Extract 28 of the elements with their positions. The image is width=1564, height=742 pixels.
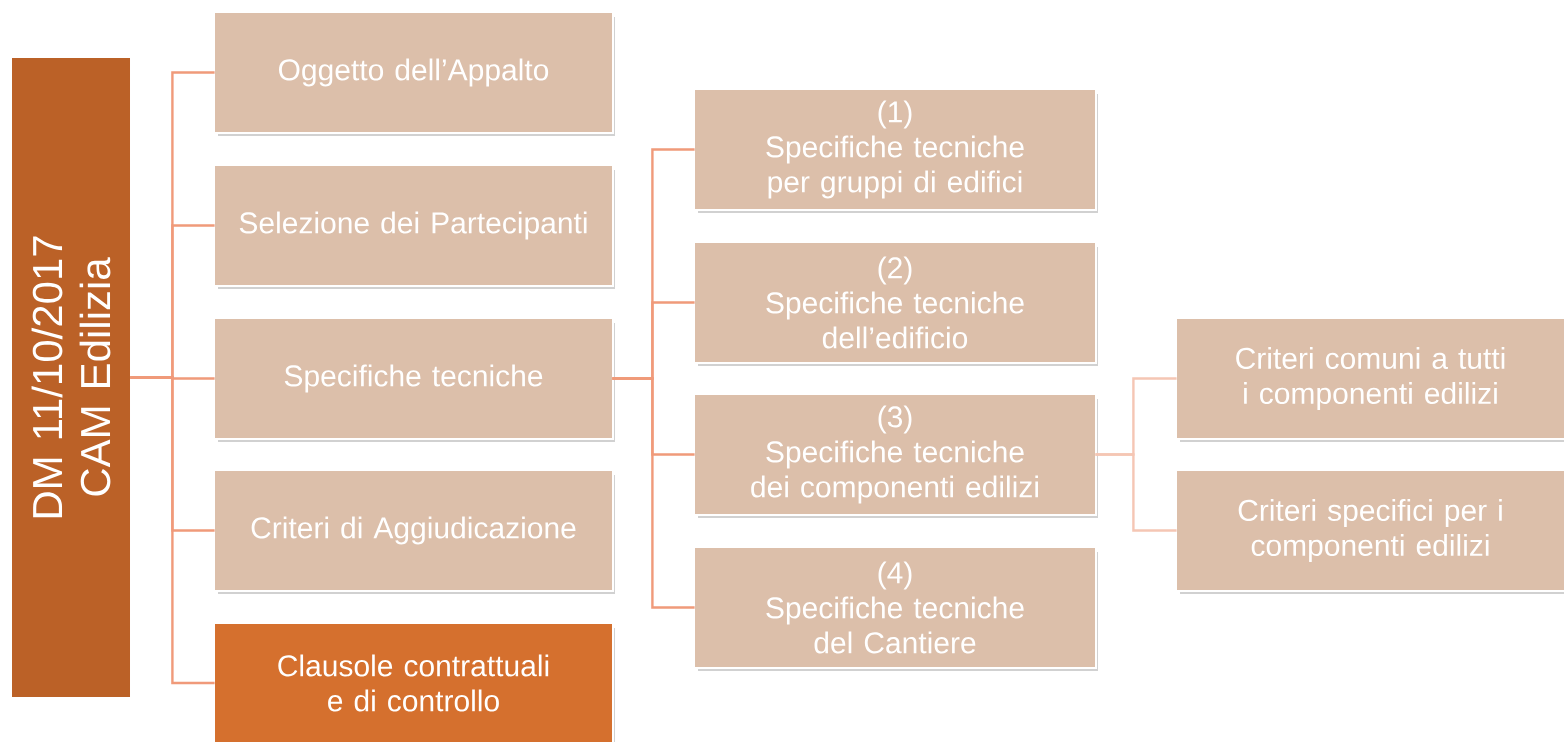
node-label: Specifiche tecniche — [284, 364, 543, 393]
node-label: Clausole contrattuali e di controllo — [278, 654, 549, 712]
node-label: (1) — [878, 100, 912, 129]
category-box: (3) Specifiche tecniche dei componenti edilizi — [693, 393, 1098, 518]
title-bar: DM 11/10/2017 CAM Edilizia — [10, 56, 132, 699]
category-box: Criteri di Aggiudicazione — [213, 469, 615, 594]
category-box: (2) Specifiche tecniche dell’edificio — [693, 241, 1098, 366]
node-label: Criteri di Aggiudicazione — [251, 516, 576, 545]
category-box: Specifiche tecniche — [213, 317, 615, 442]
node-label: Oggetto dell’Appalto — [278, 58, 549, 87]
category-box: Oggetto dell’Appalto — [213, 11, 615, 136]
node-label: Specifiche tecniche dei componenti edilizi — [751, 440, 1038, 504]
node-label: (3) — [878, 405, 912, 434]
category-box: Selezione dei Partecipanti — [213, 164, 615, 289]
connector-line — [130, 376, 215, 685]
connector-line — [612, 377, 695, 609]
connector-line — [1095, 453, 1177, 532]
node-label: Specifiche tecniche dell’edificio — [766, 291, 1024, 349]
category-box: Criteri specifici per i componenti edilizi — [1175, 469, 1564, 594]
category-box: (1) Specifiche tecniche per gruppi di edifici — [693, 88, 1098, 213]
category-box: Criteri comuni a tutti i componenti edilizi — [1175, 317, 1564, 442]
node-label: Specifiche tecniche per gruppi di edifici — [766, 135, 1024, 199]
node-label: (2) — [878, 256, 912, 285]
category-box: Clausole contrattuali e di controllo — [213, 622, 615, 742]
node-label: Selezione dei Partecipanti — [239, 211, 587, 240]
node-label: (4) — [878, 561, 912, 590]
category-box: (4) Specifiche tecniche del Cantiere — [693, 546, 1098, 671]
node-label: Specifiche tecniche del Cantiere — [766, 596, 1024, 654]
